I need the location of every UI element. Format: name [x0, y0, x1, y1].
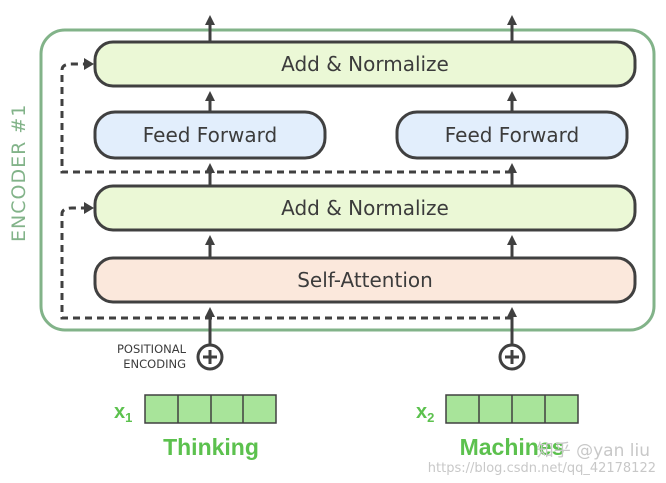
input-symbol-x2: x2 [416, 401, 434, 425]
self-attention-label: Self-Attention [297, 268, 433, 292]
input-word-machines: Machines [460, 434, 565, 460]
input-symbol-x1: x1 [114, 401, 132, 425]
watermark-url: https://blog.csdn.net/qq_42178122 [428, 461, 656, 476]
feed-forward-right-label: Feed Forward [445, 123, 580, 147]
plus-circle-right-icon [498, 343, 526, 371]
feed-forward-left-box [93, 110, 327, 160]
add-normalize-bottom-box [93, 184, 637, 232]
add-normalize-bottom-label: Add & Normalize [281, 196, 449, 220]
residual-path-upper [60, 62, 512, 174]
positional-encoding-line2: ENCODING [123, 357, 186, 371]
feed-forward-left-label: Feed Forward [143, 123, 278, 147]
watermark-text: 知乎 @yan liu [537, 441, 650, 461]
input-word-thinking: Thinking [163, 434, 259, 460]
positional-encoding-line1: POSITIONAL [117, 342, 187, 356]
self-attention-box [93, 256, 637, 304]
residual-arrowhead-lower [84, 202, 94, 214]
encoder-frame [39, 28, 656, 332]
embedding-vector-right [445, 394, 579, 424]
encoder-label: ENCODER #1 [8, 104, 30, 242]
add-normalize-top-box [93, 40, 637, 88]
embedding-vector-left [144, 394, 277, 424]
plus-circle-left-icon [196, 343, 224, 371]
residual-path-lower [60, 206, 512, 320]
add-normalize-top-label: Add & Normalize [281, 52, 449, 76]
residual-arrowhead-upper [84, 58, 94, 70]
feed-forward-right-box [395, 110, 629, 160]
